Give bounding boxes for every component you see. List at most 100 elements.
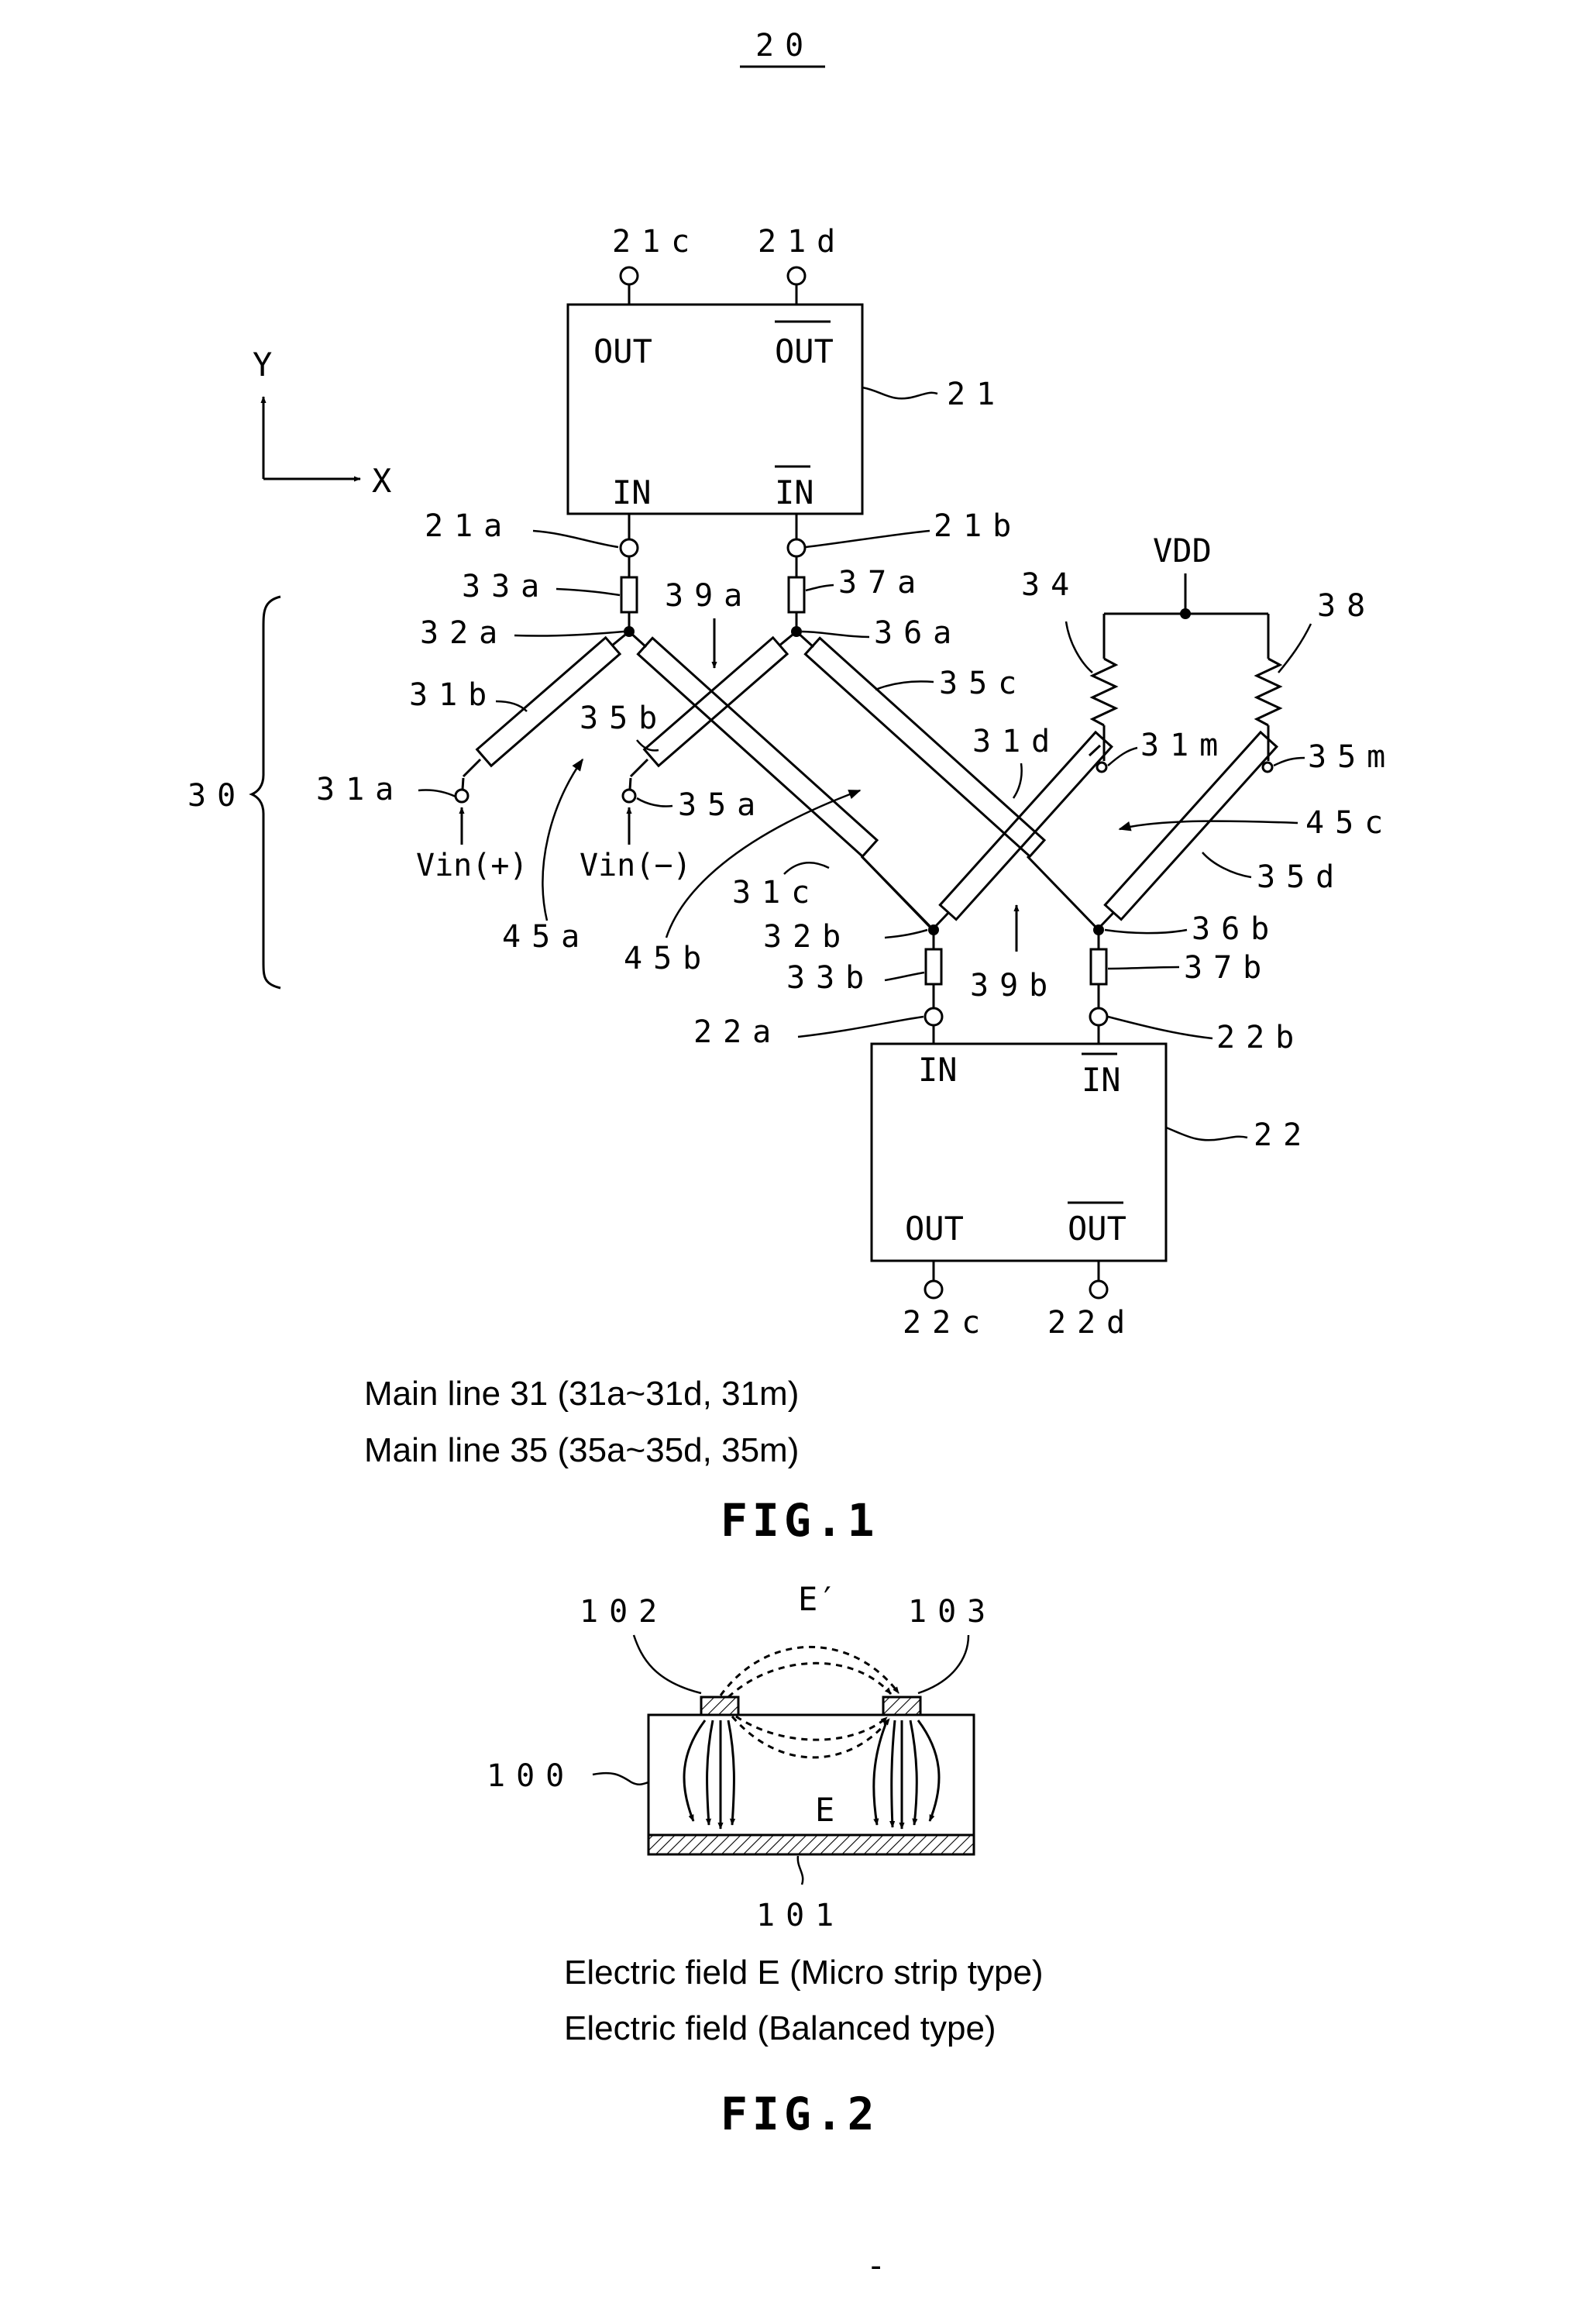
axis-x-label: X [372, 462, 391, 500]
terminal-22c [925, 1281, 942, 1298]
label-39b: 39b [970, 968, 1058, 1004]
label-45a: 45a [502, 919, 590, 955]
fig2-note-2: Electric field (Balanced type) [564, 2009, 996, 2047]
label-21d: 21d [758, 224, 846, 260]
label-vin-plus: Vin(+) [416, 848, 528, 883]
terminal-22d [1090, 1281, 1107, 1298]
label-22c: 22c [903, 1305, 991, 1341]
label-31b: 31b [409, 677, 497, 713]
fig1-note-2: Main line 35 (35a~35d, 35m) [364, 1431, 799, 1469]
page-number-text: 20 [755, 28, 814, 64]
fig1-note-1: Main line 31 (31a~31d, 31m) [364, 1375, 799, 1413]
label-21b: 21b [934, 508, 1022, 544]
label-30: 30 [187, 778, 246, 814]
block-21-out: OUT [593, 332, 652, 370]
fig1: Y X OUT OUT IN IN 21c 21d 21 [187, 224, 1396, 1547]
terminal-21d [788, 267, 805, 284]
block-21-out-bar: OUT [775, 332, 834, 370]
label-21a: 21a [425, 508, 513, 544]
label-39a: 39a [665, 578, 753, 614]
field-arrows-e [684, 1720, 939, 1829]
label-32b: 32b [763, 919, 851, 955]
strip-103 [883, 1697, 920, 1715]
resistor-34 [1092, 659, 1116, 725]
label-101: 101 [756, 1898, 844, 1933]
label-block-21: 21 [947, 377, 1006, 412]
resistor-33b [926, 949, 941, 984]
lower-connections: 32b 36b 33b 37b 39b 22a 22b IN IN OUT OU… [693, 905, 1312, 1341]
axis-indicator: Y X [253, 346, 391, 500]
label-100: 100 [487, 1758, 575, 1794]
terminal-22b [1090, 1008, 1107, 1025]
label-31m: 31m [1140, 728, 1229, 763]
label-102: 102 [580, 1594, 668, 1630]
resistor-33a [621, 577, 637, 612]
label-34: 34 [1021, 567, 1080, 603]
terminal-21b [788, 539, 805, 556]
terminal-35a [623, 790, 635, 802]
block-22-in-bar: IN [1082, 1061, 1121, 1099]
block-22-in: IN [918, 1051, 958, 1089]
terminal-31a [456, 790, 468, 802]
resistor-37a [789, 577, 804, 612]
field-arc-upper-1 [721, 1647, 899, 1696]
transmission-lines [456, 632, 1277, 928]
label-37a: 37a [838, 565, 927, 601]
label-22b: 22b [1216, 1020, 1305, 1055]
fig1-caption: FIG.1 [721, 1494, 879, 1547]
bias-network: VDD 34 38 31m 35m [1021, 532, 1396, 775]
label-field-e: E [815, 1791, 834, 1829]
label-35c: 35c [939, 666, 1027, 701]
label-block-22: 22 [1254, 1117, 1312, 1153]
fig2-note-1: Electric field E (Micro strip type) [564, 1954, 1044, 1992]
label-36b: 36b [1192, 911, 1280, 947]
page-number: 20 [740, 28, 825, 67]
fig2: 102 E′ 103 E 100 101 El [487, 1580, 1044, 2140]
resistor-38 [1257, 659, 1280, 725]
label-45b: 45b [624, 941, 712, 976]
terminal-21c [621, 267, 638, 284]
block-21-in-bar: IN [775, 473, 814, 511]
strip-102 [701, 1697, 738, 1715]
label-35b: 35b [580, 701, 668, 736]
label-vin-minus: Vin(−) [580, 848, 692, 883]
label-22d: 22d [1047, 1305, 1136, 1341]
fig1-notes: Main line 31 (31a~31d, 31m) Main line 35… [364, 1375, 879, 1547]
label-vdd: VDD [1153, 532, 1212, 570]
label-32a: 32a [420, 615, 508, 651]
label-37b: 37b [1184, 950, 1272, 986]
ground-plane-101 [648, 1835, 974, 1854]
axis-y-label: Y [253, 346, 272, 384]
field-arc-lower-1 [732, 1716, 889, 1758]
group-brace-30 [252, 597, 280, 988]
fig2-caption: FIG.2 [721, 2088, 879, 2140]
resistor-37b [1091, 949, 1106, 984]
label-21c: 21c [612, 224, 700, 260]
terminal-21a [621, 539, 638, 556]
label-31c: 31c [732, 875, 820, 911]
upper-connections: 21a 21b 33a 37a 32a 36a 39a [420, 508, 1022, 668]
footer-mark: - [866, 2246, 886, 2284]
line-31d [940, 732, 1112, 920]
terminal-31m [1097, 763, 1106, 772]
block-22-out-bar: OUT [1068, 1210, 1126, 1248]
label-35a: 35a [678, 787, 766, 823]
field-arc-upper-2 [728, 1663, 891, 1697]
label-35d: 35d [1257, 859, 1345, 895]
terminal-35m [1263, 763, 1272, 772]
label-e-prime: E′ [798, 1580, 838, 1618]
line-31c [638, 638, 877, 856]
label-31a: 31a [316, 772, 404, 807]
label-22a: 22a [693, 1014, 782, 1050]
label-38: 38 [1317, 588, 1376, 624]
terminal-22a [925, 1008, 942, 1025]
block-21-in: IN [612, 473, 652, 511]
label-33b: 33b [786, 960, 875, 996]
label-45c: 45c [1305, 805, 1394, 841]
label-36a: 36a [874, 615, 962, 651]
block-21: OUT OUT IN IN 21c 21d 21 [568, 224, 1006, 514]
label-31d: 31d [972, 724, 1061, 759]
block-22-out: OUT [905, 1210, 964, 1248]
